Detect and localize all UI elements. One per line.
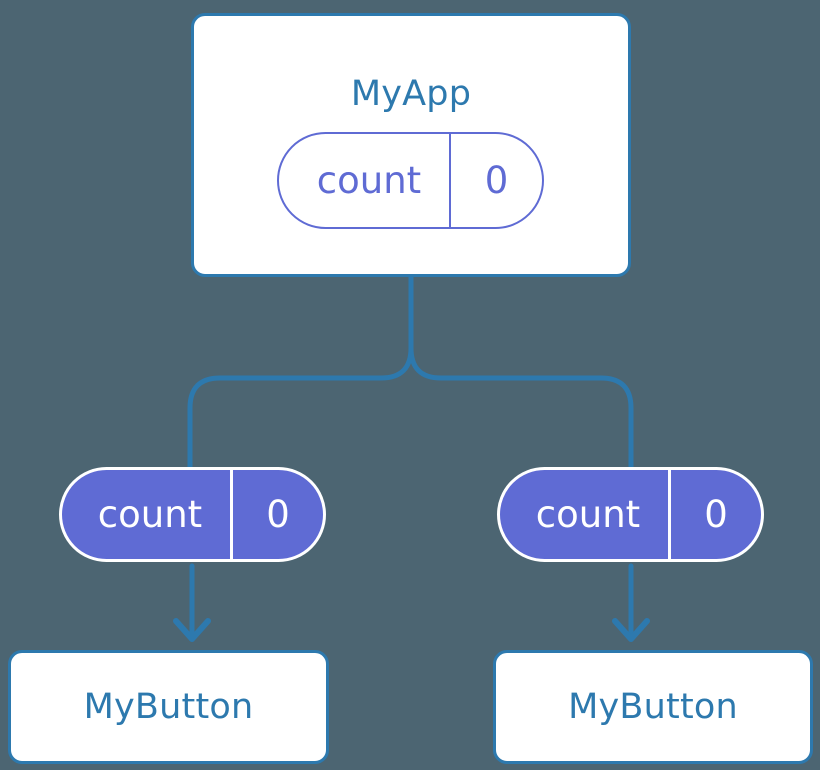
state-pill-myapp-count[interactable]: count 0 bbox=[277, 132, 544, 229]
component-title-myapp: MyApp bbox=[350, 74, 472, 114]
root-to-children-branch bbox=[187, 274, 634, 473]
state-to-mybutton-right-arrow bbox=[612, 563, 650, 642]
component-box-mybutton-right[interactable]: MyButton bbox=[493, 650, 813, 764]
state-value-label: 0 bbox=[230, 470, 323, 559]
state-pill-left-count[interactable]: count 0 bbox=[59, 467, 326, 562]
state-to-mybutton-left-arrow bbox=[173, 563, 211, 642]
component-box-mybutton-left[interactable]: MyButton bbox=[8, 650, 329, 764]
component-box-myapp[interactable]: MyApp bbox=[191, 13, 631, 277]
component-title-mybutton-left: MyButton bbox=[83, 687, 254, 727]
state-key-label: count bbox=[97, 493, 203, 536]
state-value-label: 0 bbox=[449, 134, 542, 227]
component-title-mybutton-right: MyButton bbox=[568, 687, 738, 727]
state-key-label: count bbox=[535, 493, 641, 536]
state-key-label: count bbox=[316, 159, 422, 202]
state-pill-right-count[interactable]: count 0 bbox=[497, 467, 764, 562]
state-value-label: 0 bbox=[668, 470, 761, 559]
